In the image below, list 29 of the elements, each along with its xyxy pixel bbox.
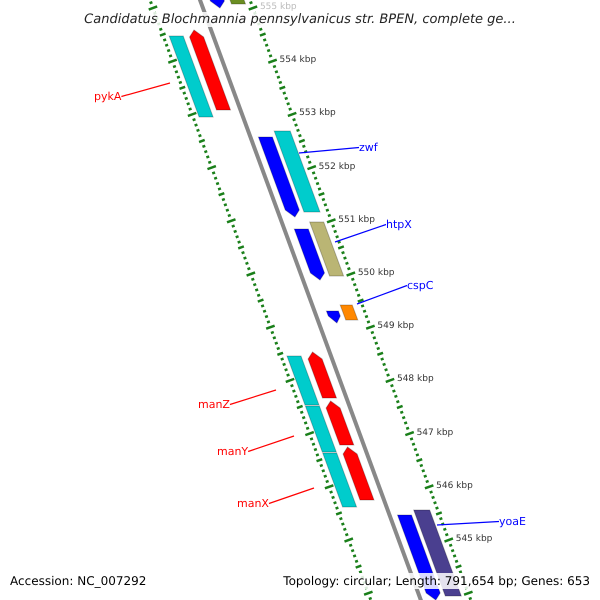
- leader-line: [230, 389, 276, 406]
- leader-line: [121, 82, 170, 98]
- scale-label: 546 kbp: [436, 480, 473, 491]
- leader-line: [248, 435, 294, 452]
- scale-label: 554 kbp: [280, 55, 316, 66]
- leader-line: [334, 224, 386, 243]
- footer-text: Topology: circular; Length: 791,654 bp; Genes: 653: [281, 573, 592, 589]
- leader-line: [356, 284, 408, 305]
- scale-label: 553 kbp: [299, 108, 336, 118]
- gene-label: yoaE: [499, 515, 526, 528]
- gene-label: pykA: [94, 90, 122, 103]
- scale-label: 550 kbp: [358, 268, 395, 278]
- gene-label: manZ: [198, 398, 230, 411]
- gene-label: zwf: [359, 141, 378, 154]
- gene-label: htpX: [386, 218, 412, 231]
- scale-label: 552 kbp: [318, 162, 356, 172]
- gene-label: manY: [217, 445, 248, 458]
- scale-label: 551 kbp: [338, 214, 375, 225]
- scale-label: 555 kbp: [260, 2, 297, 12]
- scale-label: 549 kbp: [377, 321, 414, 332]
- footer-text: Accession: NC_007292: [8, 573, 148, 589]
- leader-line: [298, 146, 360, 154]
- gene-label: cspC: [407, 279, 434, 292]
- scale-label: 548 kbp: [396, 374, 434, 384]
- leader-line: [436, 520, 500, 526]
- gene-label: manX: [237, 497, 269, 510]
- scale-label: 547 kbp: [416, 428, 454, 438]
- scale-label: 545 kbp: [456, 534, 492, 544]
- leader-line: [268, 487, 314, 504]
